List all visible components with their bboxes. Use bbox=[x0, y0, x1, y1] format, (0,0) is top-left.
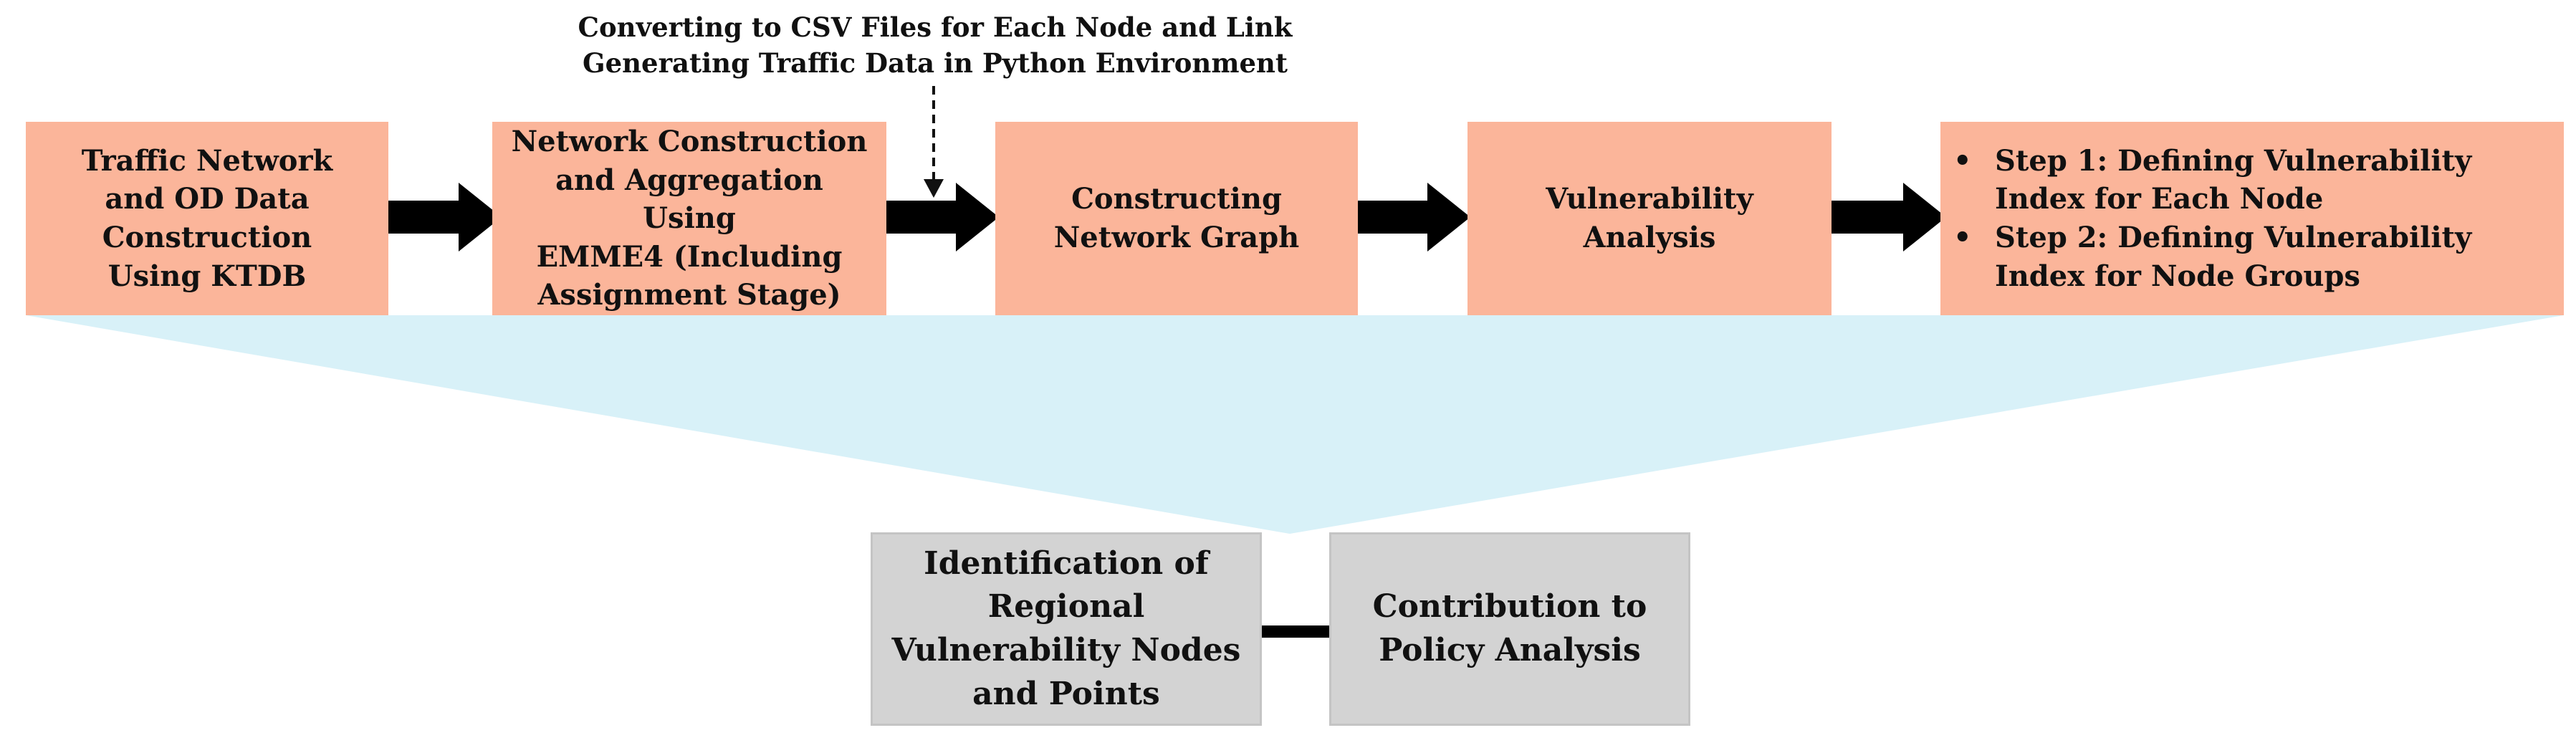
process-box-label: Traffic Network and OD Data Construction… bbox=[81, 143, 333, 293]
process-box-label: Constructing Network Graph bbox=[1053, 182, 1300, 254]
arrow-4-5 bbox=[1831, 183, 1946, 251]
outcome-box-label: Identification of Regional Vulnerability… bbox=[891, 545, 1241, 712]
process-box-label: Network Construction and Aggregation Usi… bbox=[511, 125, 868, 312]
process-box-traffic-network: Traffic Network and OD Data Construction… bbox=[26, 122, 388, 315]
arrow-1-2 bbox=[388, 183, 502, 251]
arrow-3-4 bbox=[1358, 183, 1470, 251]
annotation-text: Converting to CSV Files for Each Node an… bbox=[578, 11, 1293, 79]
outcome-box-label: Contribution to Policy Analysis bbox=[1372, 588, 1647, 668]
outcome-box-identification: Identification of Regional Vulnerability… bbox=[871, 532, 1262, 726]
annotation-arrowhead bbox=[924, 179, 944, 198]
process-box-label: Vulnerability Analysis bbox=[1546, 182, 1753, 254]
process-box-network-graph: Constructing Network Graph bbox=[995, 122, 1358, 315]
steps-list: Step 1: Defining Vulnerability Index for… bbox=[1953, 142, 2471, 295]
process-box-vulnerability-steps: Step 1: Defining Vulnerability Index for… bbox=[1940, 122, 2564, 315]
process-box-network-construction: Network Construction and Aggregation Usi… bbox=[492, 122, 886, 315]
arrow-2-3 bbox=[886, 183, 999, 251]
process-box-vulnerability-analysis: Vulnerability Analysis bbox=[1467, 122, 1832, 315]
step-item: Step 2: Defining Vulnerability Index for… bbox=[1953, 219, 2471, 295]
funnel-shape bbox=[26, 315, 2564, 534]
outcome-connector bbox=[1262, 625, 1329, 638]
step-item: Step 1: Defining Vulnerability Index for… bbox=[1953, 142, 2471, 219]
outcome-box-policy: Contribution to Policy Analysis bbox=[1329, 532, 1690, 726]
